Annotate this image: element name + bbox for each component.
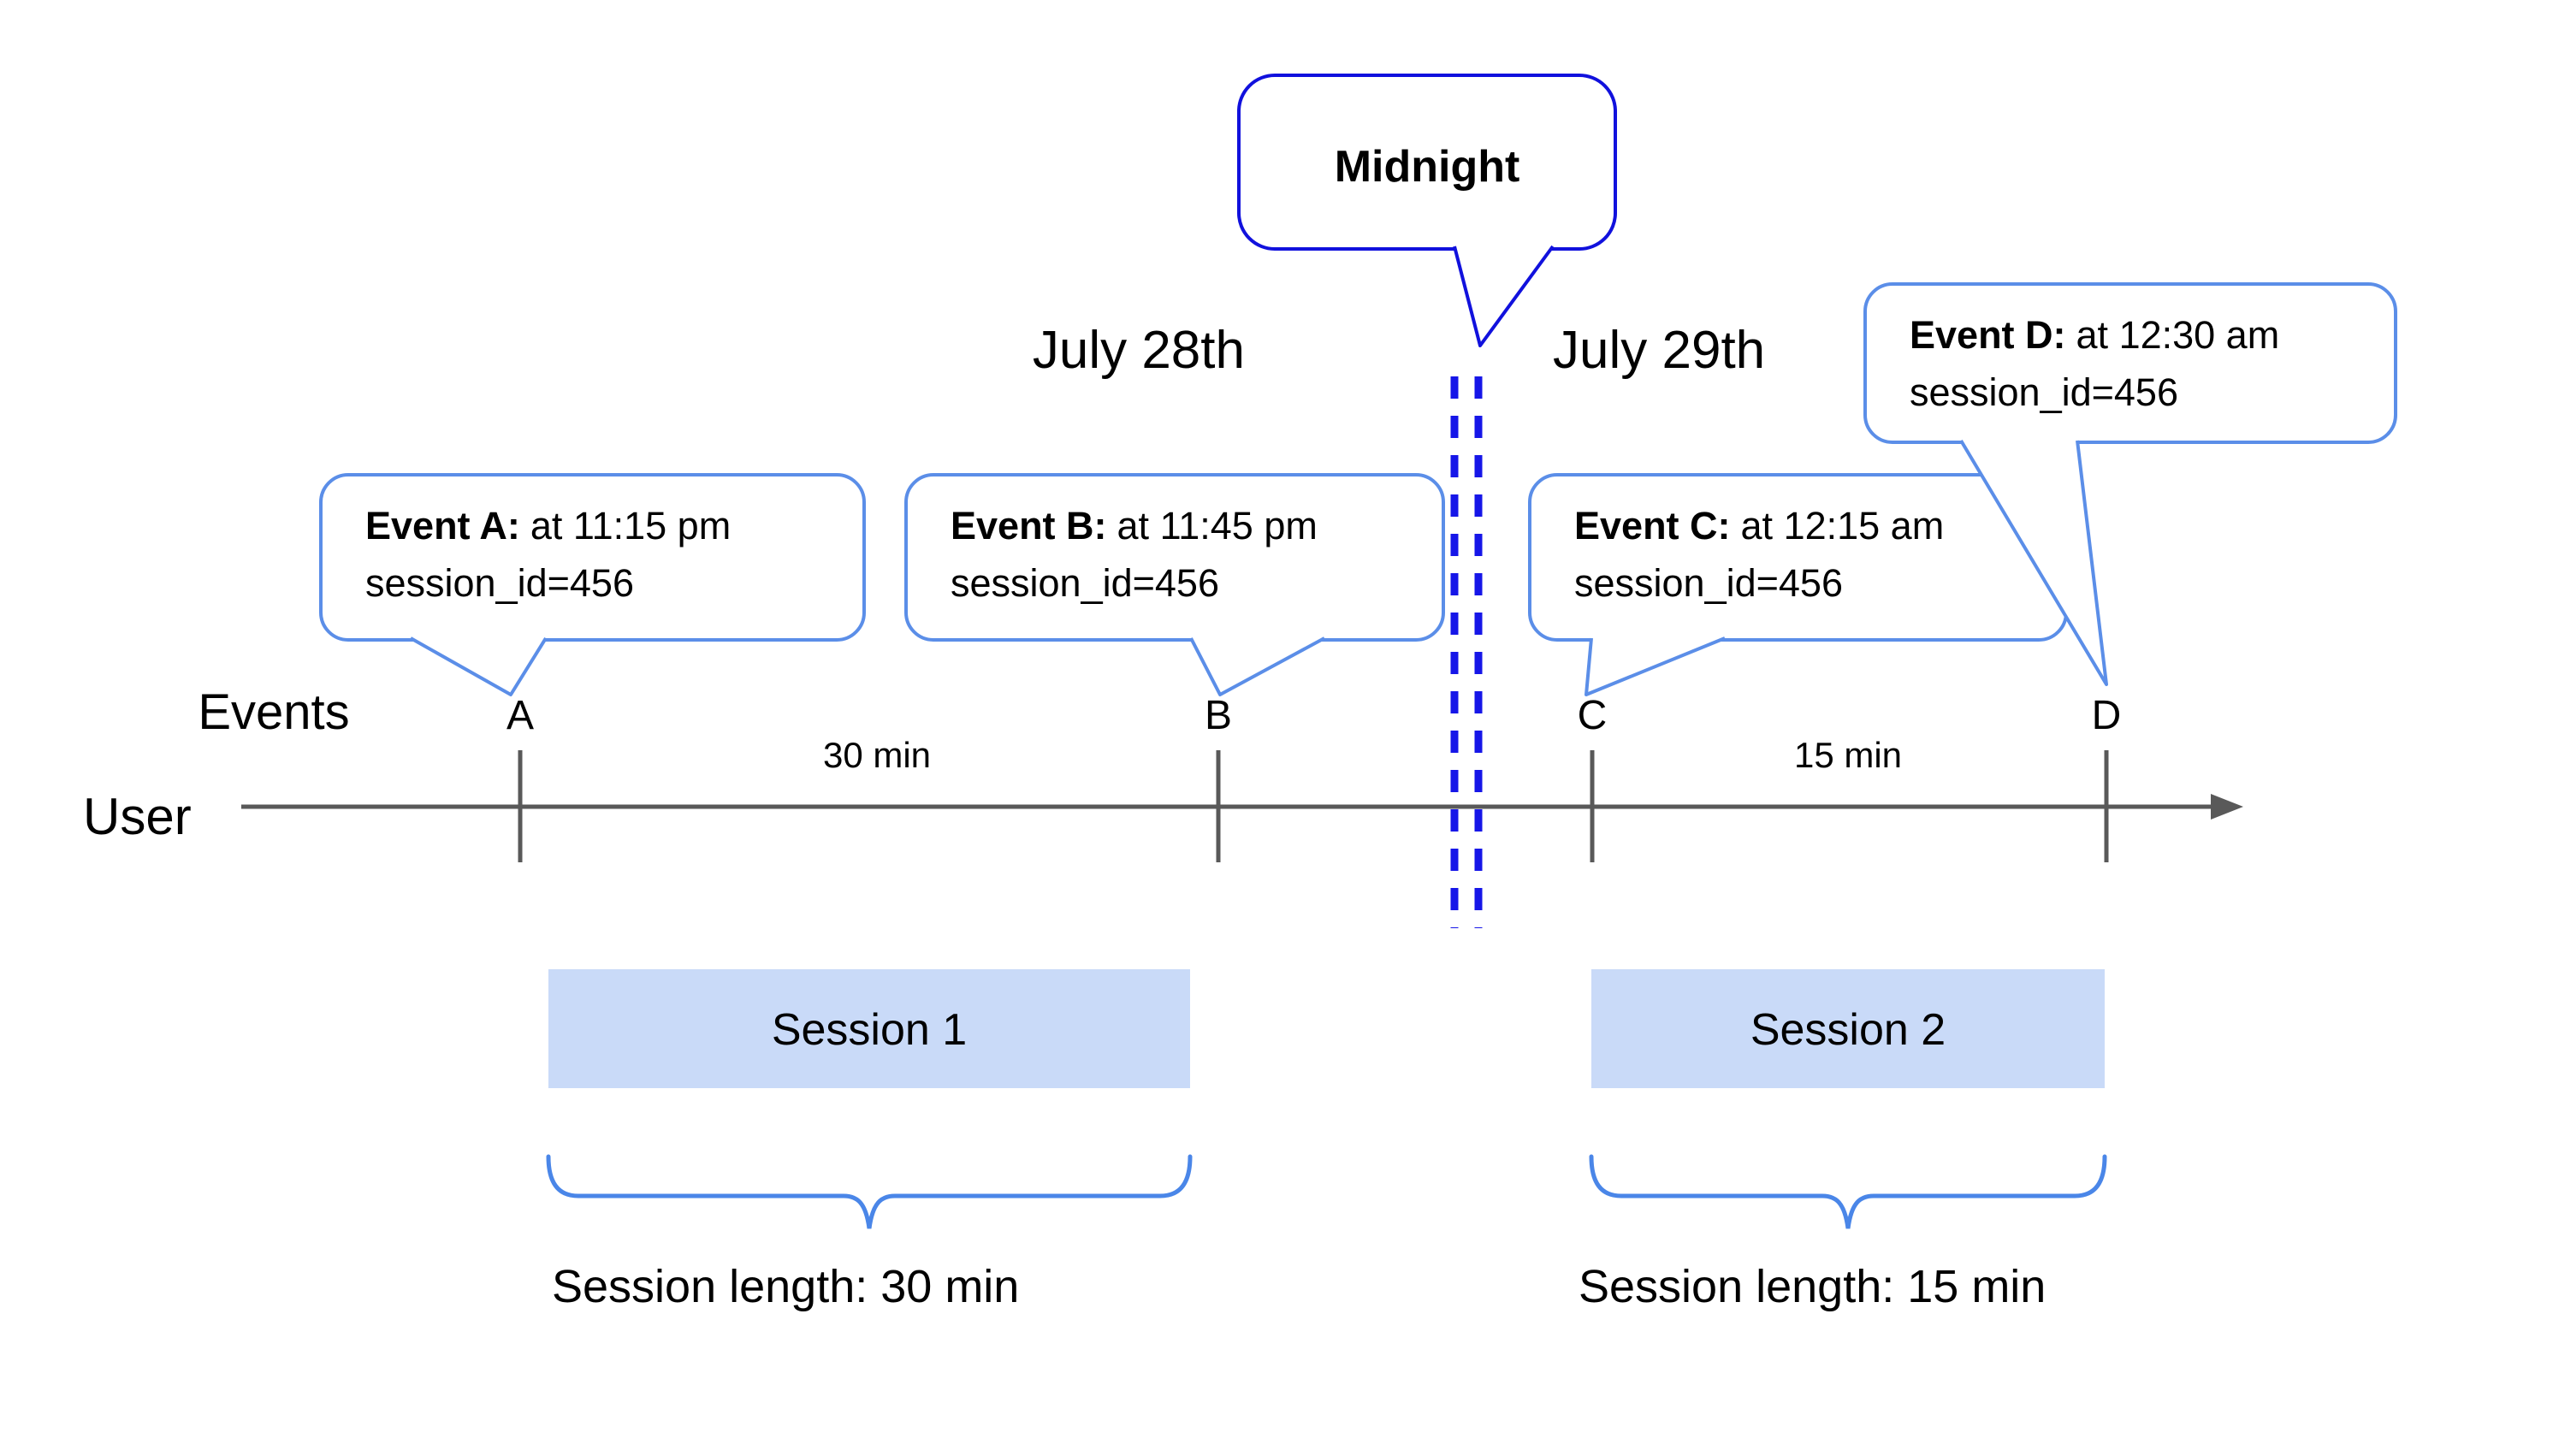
event-a-line1: Event A:at 11:15 pm — [365, 504, 731, 547]
event-b-title: Event B: — [951, 504, 1107, 547]
session-2-brace — [1589, 1154, 2107, 1229]
user-row-label: User — [83, 788, 192, 845]
event-b-line2: session_id=456 — [951, 561, 1219, 605]
interval-label-30min: 30 min — [823, 735, 931, 775]
event-d-bubble — [1863, 282, 2397, 444]
event-d-line2: session_id=456 — [1910, 370, 2178, 414]
event-a-title: Event A: — [365, 504, 520, 547]
session-1: Session 1 Session length: 30 min — [546, 969, 1193, 1312]
session-2-length-label: Session length: 15 min — [1579, 1261, 2046, 1312]
event-a-line2: session_id=456 — [365, 561, 634, 605]
tick-letter-d: D — [2092, 693, 2122, 738]
event-a-callout: Event A:at 11:15 pm session_id=456 — [319, 473, 866, 696]
event-c-callout: Event C:at 12:15 am session_id=456 — [1528, 473, 2068, 696]
events-row-label: Events — [198, 684, 349, 740]
session-1-label: Session 1 — [772, 1005, 967, 1055]
event-a-time: at 11:15 pm — [530, 504, 731, 547]
event-d-title: Event D: — [1910, 313, 2066, 357]
event-b-time: at 11:45 pm — [1117, 504, 1318, 547]
midnight-callout: Midnight — [1237, 74, 1617, 347]
session-1-box — [548, 969, 1190, 1088]
session-2-label: Session 2 — [1750, 1005, 1946, 1055]
session-1-length-label: Session length: 30 min — [552, 1261, 1019, 1312]
event-b-bubble — [904, 473, 1445, 642]
event-c-line2: session_id=456 — [1574, 561, 1843, 605]
timeline-axis — [241, 750, 2243, 862]
arrow-head-icon — [2211, 794, 2243, 820]
date-label-july-28: July 28th — [1033, 321, 1245, 380]
date-label-july-29: July 29th — [1553, 321, 1765, 380]
event-d-line1: Event D:at 12:30 am — [1910, 313, 2279, 357]
event-b-line1: Event B:at 11:45 pm — [951, 504, 1318, 547]
event-d-time: at 12:30 am — [2076, 313, 2280, 357]
event-c-title: Event C: — [1574, 504, 1731, 547]
midnight-dashed-lines — [1450, 376, 1483, 928]
event-d-callout: Event D:at 12:30 am session_id=456 — [1863, 282, 2397, 686]
tick-letter-a: A — [506, 693, 534, 738]
event-c-line1: Event C:at 12:15 am — [1574, 504, 1944, 547]
event-b-tail — [1191, 636, 1324, 695]
event-a-bubble — [319, 473, 866, 642]
session-1-brace — [546, 1154, 1193, 1229]
event-c-time: at 12:15 am — [1741, 504, 1945, 547]
session-2-box — [1591, 969, 2105, 1088]
tick-letter-c: C — [1578, 693, 1608, 738]
session-2: Session 2 Session length: 15 min — [1579, 969, 2107, 1312]
midnight-callout-bubble — [1237, 74, 1617, 251]
event-b-callout: Event B:at 11:45 pm session_id=456 — [904, 473, 1445, 696]
interval-label-15min: 15 min — [1794, 735, 1902, 775]
tick-letter-b: B — [1205, 693, 1232, 738]
event-c-bubble — [1528, 473, 2068, 642]
midnight-callout-tail — [1454, 245, 1553, 346]
event-a-tail — [411, 636, 546, 695]
midnight-callout-label: Midnight — [1335, 142, 1520, 192]
